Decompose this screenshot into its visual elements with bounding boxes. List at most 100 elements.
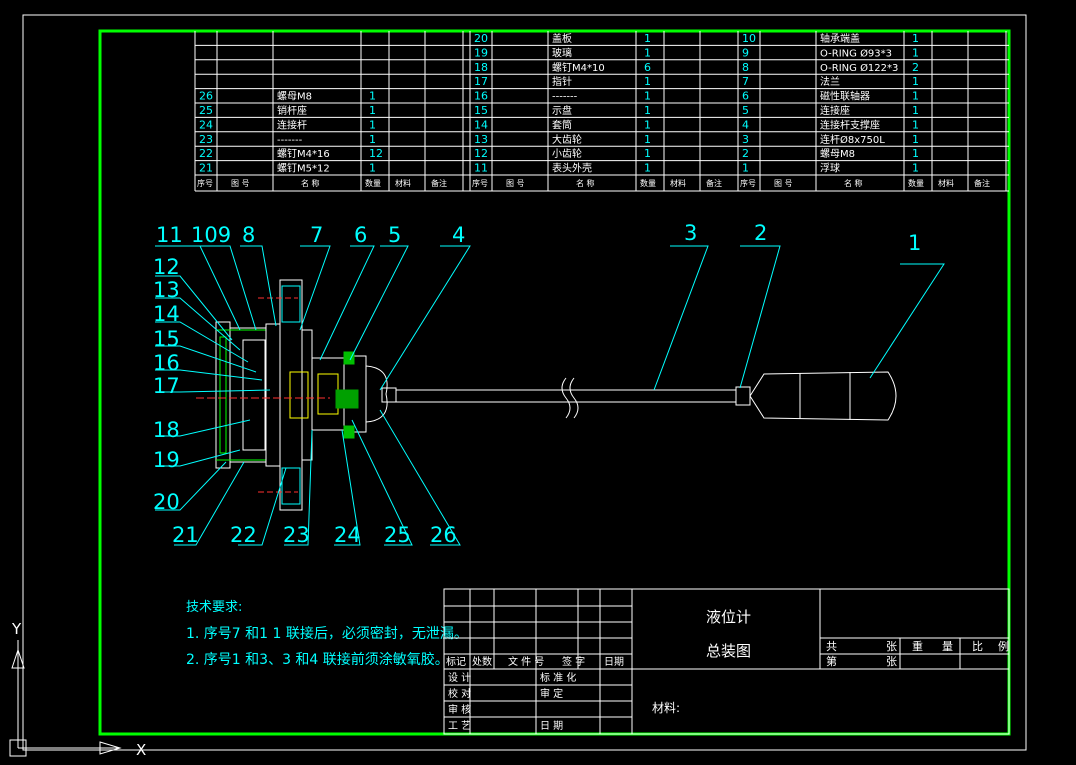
bom-no: 16 [474,90,488,103]
bom-name: 指针 [552,75,572,88]
tb-sign: 签 字 [562,655,585,668]
bom-header-no: 序号 [472,178,488,188]
bom-qty: 1 [644,118,651,131]
callout-bottom-5: 26 [430,523,457,547]
leader-lines [155,245,945,546]
bom-qty: 1 [369,133,376,146]
tb-sheet-no2: 张 [886,655,897,668]
bom-qty: 1 [644,75,651,88]
bom-header-note: 备注 [706,178,722,188]
bom-name: 销杆座 [277,104,307,117]
tb-scale: 比 [972,640,983,653]
bom-qty: 1 [644,32,651,45]
tb-weight2: 量 [942,640,953,653]
tb-review: 审 核 [448,703,471,716]
bom-header-material: 材料 [670,178,686,188]
tb-check: 校 对 [448,687,471,700]
bom-header-no: 序号 [740,178,756,188]
callout-top-5: 5 [388,223,401,247]
bom-no: 23 [199,133,213,146]
tb-sheets: 张 [886,640,897,653]
bom-header-note: 备注 [974,178,990,188]
bom-qty: 1 [644,90,651,103]
bom-no: 14 [474,118,488,131]
bom-name: 螺母M8 [820,148,855,160]
bom-header-note: 备注 [431,178,447,188]
bom-no: 11 [474,162,488,175]
assembly-drawing [196,279,897,511]
bom-no: 6 [742,90,749,103]
bom-no: 10 [742,32,756,45]
callout-top-9: 1 [908,231,921,255]
bom-no: 3 [742,133,749,146]
callout-top-3: 7 [310,223,323,247]
tech-requirements: 技术要求: 1. 序号7 和1 1 联接后，必须密封，无泄漏。 2. 序号1 和… [186,600,468,668]
title-block [443,588,1010,735]
bom-no: 20 [474,32,488,45]
tb-material: 材料: [652,701,680,715]
bom-name: 表头外壳 [552,162,592,175]
bom-name: 套筒 [552,118,572,131]
bom-qty: 1 [369,162,376,175]
callout-left-8: 20 [153,490,180,514]
bom-no: 12 [474,147,488,160]
bom-qty: 1 [912,75,919,88]
bom-no: 21 [199,162,213,175]
callout-bottom-0: 21 [172,523,199,547]
callout-top-1: 109 [191,223,231,247]
bom-qty: 1 [912,46,919,59]
tb-date2: 日 期 [540,720,563,732]
bom-no: 22 [199,147,213,160]
tb-date: 日期 [604,656,624,668]
bom-name: 螺母M8 [277,91,312,103]
callout-left-2: 14 [153,302,180,326]
bom-no: 17 [474,75,488,88]
bom-qty: 1 [912,90,919,103]
bom-header-qty: 数量 [365,178,381,188]
bom-header-name: 名 称 [301,178,320,188]
bom-header-qty: 数量 [908,178,924,188]
bom-qty: 1 [644,46,651,59]
tb-design: 设 计 [448,671,471,684]
bom-name: 螺钉M5*12 [277,163,330,175]
tb-standard: 标 准 化 [540,671,576,684]
bom-name: 盖板 [552,32,572,45]
callouts: 11 109 8 7 6 5 4 3 2 1 12 13 14 15 16 17… [153,221,921,547]
callout-left-7: 19 [153,448,180,472]
bom-header-code: 图 号 [231,179,250,188]
bom-no: 24 [199,118,213,131]
callout-top-6: 4 [452,223,465,247]
callout-bottom-1: 22 [230,523,257,547]
tech-title: 技术要求: [186,600,242,615]
bom-no: 26 [199,90,213,103]
callout-left-3: 15 [153,327,180,351]
bom-header-no: 序号 [197,178,213,188]
tech-line-1: 1. 序号7 和1 1 联接后，必须密封，无泄漏。 [186,625,468,642]
bom-qty: 1 [644,162,651,175]
bom-no: 25 [199,104,213,117]
bom-name: O-RING Ø93*3 [820,47,892,59]
bom-no: 5 [742,104,749,117]
bom-qty: 1 [912,32,919,45]
bom-name: 大齿轮 [552,133,582,146]
bom-qty: 1 [369,118,376,131]
callout-top-0: 11 [156,223,183,247]
callout-left-1: 13 [153,278,180,302]
bom-name: 小齿轮 [552,147,582,160]
bom-qty: 1 [912,147,919,160]
callout-left-5: 17 [153,374,180,398]
bom-name: 连接座 [820,104,850,117]
bom-qty: 1 [912,104,919,117]
bom-name: O-RING Ø122*3 [820,62,898,74]
outer-frame [22,14,1027,751]
bom-no: 18 [474,61,488,74]
callout-top-4: 6 [354,223,367,247]
bom-header-qty: 数量 [640,178,656,188]
tb-scale2: 例 [998,639,1009,653]
title-block-text: 液位计 总装图 材料: 共 张 重 量 比 例 第 张 标记 处数 文 件 号 … [446,608,1009,732]
bom-qty: 1 [912,133,919,146]
bom-qty: 6 [644,61,651,74]
bom-name: 轴承端盖 [820,32,860,45]
